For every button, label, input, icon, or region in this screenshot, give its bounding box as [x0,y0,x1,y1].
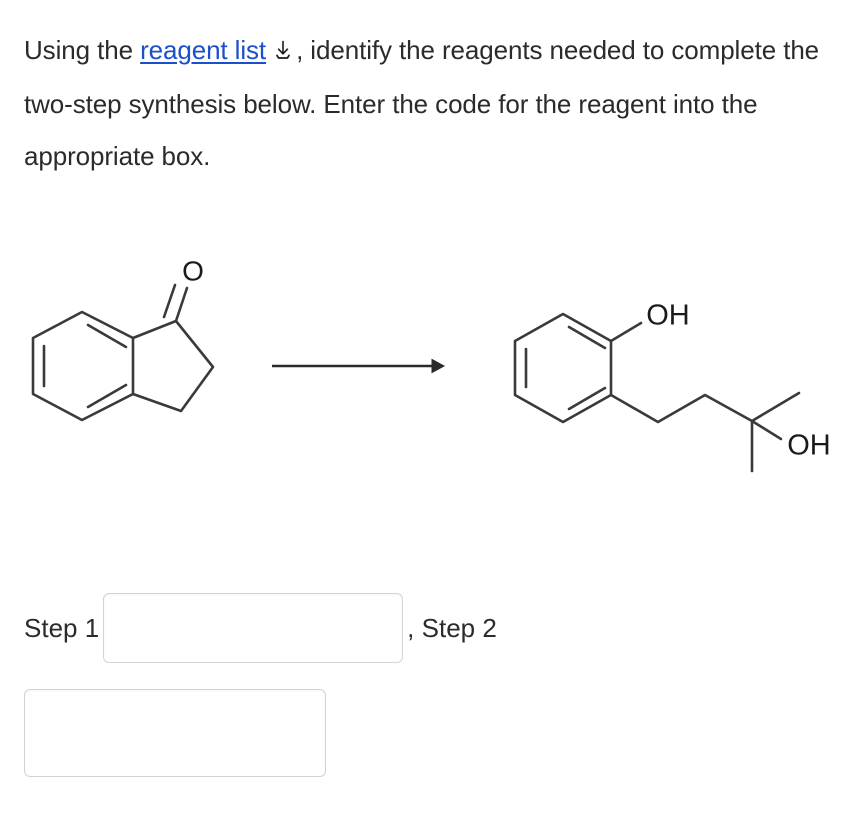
label-OH-phenol: OH [646,300,690,332]
reaction-arrow [272,358,446,374]
step-2-label: Step 2 [421,612,497,643]
reactant-structure [31,283,215,422]
answer-row: Step 1 , Step 2 [24,588,644,668]
product-atom-labels: OH OH [646,300,831,462]
reactant-atom-label-O: O [182,255,204,286]
prompt-lead-text: Using the [24,35,141,65]
step-separator: , [407,612,422,643]
product-structure [513,312,801,473]
prompt-tail-text: , identify the reagents needed to comple… [24,35,820,171]
step-1-input[interactable] [103,593,404,663]
question-prompt: Using the reagent list , identify the re… [24,24,836,182]
reagent-list-link[interactable]: reagent list [140,35,267,65]
download-icon[interactable] [272,26,294,78]
step-2-input[interactable] [24,689,326,777]
reaction-scheme: O OH OH [0,238,858,538]
step-1-label: Step 1 [24,612,100,643]
label-OH-tertiary: OH [787,430,831,462]
label-O: O [182,255,204,286]
step-2-input-wrap [24,689,326,777]
